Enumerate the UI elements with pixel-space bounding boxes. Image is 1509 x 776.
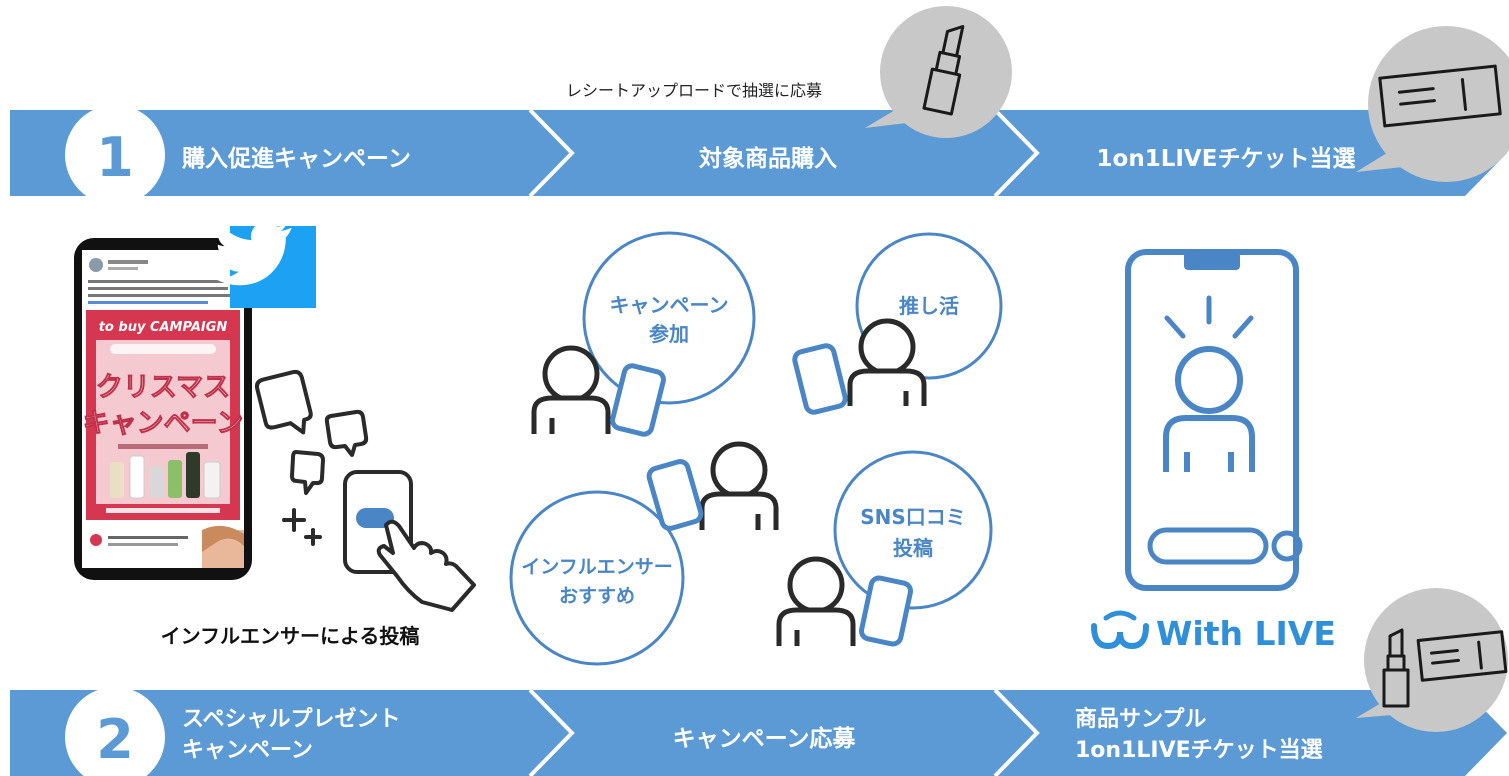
row2-step-2: キャンペーン応募 — [673, 725, 857, 752]
withlive-logo-mark — [1091, 623, 1149, 650]
row2-step-1-line-1: スペシャルプレゼント — [182, 707, 400, 732]
campaign-title-1: クリスマス — [96, 372, 230, 403]
campaign-title-2: キャンペーン — [83, 408, 244, 439]
row1-chevron-2 — [520, 110, 1037, 196]
row2-step-3-line-1: 商品サンプル — [1075, 706, 1206, 732]
person-icon — [1163, 346, 1255, 472]
comment-bar — [1147, 527, 1269, 565]
ticket-speech-bubble — [1356, 26, 1509, 182]
influencer-phone: to buy CAMPAIGN クリスマス キャンペーン — [74, 238, 252, 580]
bubble-2-line-1: 推し活 — [899, 294, 959, 318]
smartphone-icon — [646, 459, 704, 531]
person-icon — [776, 556, 856, 646]
row2-chevron-2 — [520, 690, 1037, 776]
person-icon — [531, 345, 611, 434]
lipstick-icon — [922, 25, 965, 116]
row2-number-circle — [65, 687, 165, 776]
send-button-icon — [1271, 530, 1303, 562]
influencer-caption: インフルエンサーによる投稿 — [161, 624, 420, 648]
row2-step-3-line-2: 1on1LIVEチケット当選 — [1075, 738, 1323, 763]
live-phone — [1125, 249, 1303, 591]
row1-number-circle — [65, 105, 165, 205]
person-icon — [847, 318, 927, 406]
bubble-4-line-2: 投稿 — [893, 536, 933, 560]
phone-notch — [1184, 252, 1240, 270]
lipstick-icon — [1382, 628, 1410, 708]
bubble-1-line-2: 参加 — [649, 322, 689, 346]
speech-bubble-icon — [254, 369, 369, 495]
row1-note: レシートアップロードで抽選に応募 — [566, 81, 822, 100]
bubble-1-line-1: キャンペーン — [610, 293, 729, 317]
row1-step-3: 1on1LIVEチケット当選 — [1097, 146, 1356, 172]
row1-bar: 1 購入促進キャンペーン 対象商品購入 1on1LIVEチケット当選 — [10, 105, 1507, 205]
row2-bar: 2 スペシャルプレゼント キャンペーン キャンペーン応募 商品サンプル 1on1… — [10, 687, 1507, 776]
bubble-sns-review: SNS口コミ 投稿 — [833, 450, 993, 610]
smartphone-icon — [610, 363, 666, 437]
smartphone-icon — [792, 343, 848, 415]
bubble-3-line-1: インフルエンサー — [521, 556, 672, 578]
row1-step-2: 対象商品購入 — [699, 145, 837, 172]
bubble-4-line-1: SNS口コミ — [860, 505, 966, 529]
prize-speech-bubble — [1356, 588, 1508, 732]
bubble-campaign-join: キャンペーン 参加 — [582, 231, 756, 405]
withlive-logo: With LIVE — [1091, 610, 1336, 653]
withlive-logo-text: With LIVE — [1156, 614, 1336, 653]
bubble-3-line-2: おすすめ — [559, 585, 635, 607]
campaign-header: to buy CAMPAIGN — [99, 320, 228, 335]
bubble-influencer-recommend: インフルエンサー おすすめ — [509, 490, 685, 666]
lipstick-speech-bubble — [865, 6, 1012, 138]
row2-number: 2 — [96, 708, 134, 771]
sparkle-icon — [282, 508, 322, 546]
smartphone-icon — [858, 575, 914, 647]
person-icon — [699, 441, 779, 530]
smartphone-icon — [343, 470, 413, 574]
row1-step-1: 購入促進キャンペーン — [182, 145, 411, 172]
row2-step-1-line-2: キャンペーン — [182, 738, 313, 763]
hand-pointer-icon — [376, 519, 476, 612]
row1-number: 1 — [96, 126, 134, 189]
twitter-icon — [214, 221, 316, 308]
ticket-icon — [1378, 64, 1502, 128]
ticket-icon — [1416, 630, 1508, 682]
